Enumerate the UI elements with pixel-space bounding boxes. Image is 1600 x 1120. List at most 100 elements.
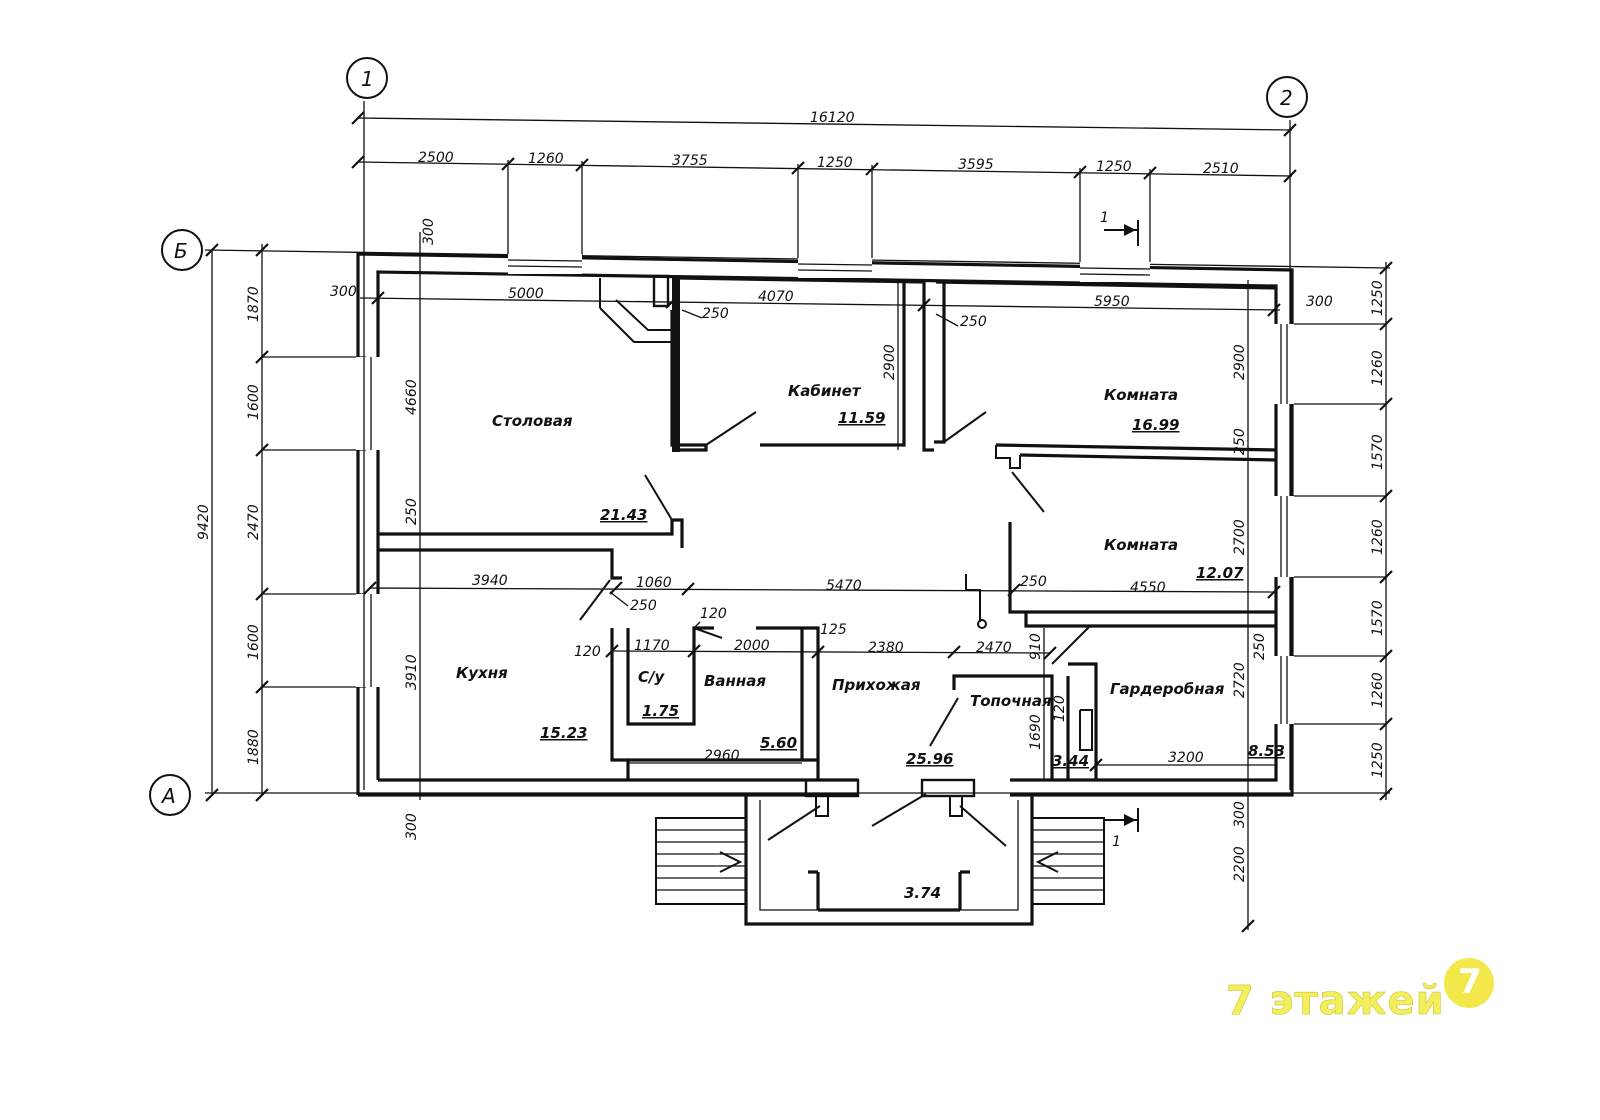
dim-right-7: 1250 — [1370, 742, 1386, 778]
dim-120-boiler: 120 — [1052, 695, 1068, 722]
dim-2900-study: 2900 — [882, 344, 898, 380]
dim-left-4: 1600 — [246, 624, 262, 660]
dim-4550: 4550 — [1130, 580, 1166, 596]
dim-right-1: 1250 — [1370, 280, 1386, 316]
dim-5470: 5470 — [826, 578, 862, 594]
dim-2700: 2700 — [1232, 519, 1248, 555]
axis-marker-2 — [1266, 76, 1308, 118]
inner-dimensions: 5000 4070 5950 250 250 2900 3940 1060 54… — [359, 282, 1281, 780]
dim-top-4: 1250 — [817, 155, 853, 171]
axis-markers: 1 2 Б А — [149, 57, 1391, 816]
dim-top-5: 3595 — [958, 157, 994, 173]
seven-circle-icon: 7 — [1444, 958, 1494, 1008]
dim-right-3: 1570 — [1370, 434, 1386, 470]
dim-4070: 4070 — [758, 289, 794, 305]
dim-2960: 2960 — [704, 748, 740, 764]
dim-300-porch: 300 — [1232, 801, 1248, 828]
dim-top-3: 3755 — [672, 153, 708, 169]
dim-5950: 5950 — [1094, 294, 1130, 310]
dim-300-bottom: 300 — [404, 813, 420, 840]
dim-1060: 1060 — [636, 575, 672, 591]
room-name-wc: С/у — [638, 668, 665, 686]
dim-1690: 1690 — [1028, 714, 1044, 750]
dim-top-2: 1260 — [528, 151, 564, 167]
dim-left-2: 1600 — [246, 384, 262, 420]
room-area-wc: 1.75 — [642, 702, 679, 720]
right-dimensions: 1250 1260 1570 1260 1570 1260 1250 300 2… — [1232, 261, 1393, 933]
watermark-logo: 7 этажей 7 — [1226, 958, 1516, 1028]
room-area-dining: 21.43 — [600, 506, 647, 524]
room-area-room1: 16.99 — [1132, 416, 1179, 434]
dim-left-1: 1870 — [246, 286, 262, 322]
dim-right-5: 1570 — [1370, 600, 1386, 636]
watermark-text: 7 этажей — [1226, 978, 1445, 1025]
room-labels: Столовая 21.43 Кабинет 11.59 Комната 16.… — [456, 382, 1285, 902]
porch-stairs-left — [655, 817, 747, 905]
dim-right-4: 1260 — [1370, 519, 1386, 555]
dim-300-left: 300 — [330, 284, 357, 300]
section-markers: 1 1 — [1100, 210, 1139, 850]
dim-2470: 2470 — [976, 640, 1012, 656]
dim-3910: 3910 — [404, 654, 420, 690]
top-dimensions: 16120 2500 1260 3755 1250 3595 1250 2510 — [351, 110, 1297, 262]
dim-5000: 5000 — [508, 286, 544, 302]
room-name-bath: Ванная — [704, 672, 766, 690]
dim-total-width: 16120 — [810, 110, 855, 126]
room-name-kitchen: Кухня — [456, 664, 508, 682]
axis-label-2: 2 — [1280, 86, 1293, 110]
dim-250-room2: 250 — [1020, 574, 1047, 590]
dim-top-7: 2510 — [1203, 161, 1239, 177]
room-area-wardrobe: 8.53 — [1248, 742, 1285, 760]
section-mark-bottom: 1 — [1112, 834, 1121, 850]
room-area-study: 11.59 — [838, 409, 885, 427]
dim-250-left: 250 — [404, 498, 420, 525]
dim-top-1: 2500 — [418, 150, 454, 166]
room-area-hall: 25.96 — [906, 750, 953, 768]
dim-2380: 2380 — [868, 640, 904, 656]
room-area-porch: 3.74 — [904, 884, 941, 902]
dim-2900-right: 2900 — [1232, 344, 1248, 380]
axis-label-a: А — [160, 784, 176, 808]
dim-1170: 1170 — [634, 638, 670, 654]
room-name-room2: Комната — [1104, 536, 1178, 554]
dim-910: 910 — [1028, 633, 1044, 660]
dim-2200: 2200 — [1232, 846, 1248, 882]
room-area-room2: 12.07 — [1196, 564, 1244, 582]
room-name-study: Кабинет — [788, 382, 862, 400]
room-name-dining: Столовая — [492, 412, 573, 430]
dim-125: 125 — [820, 622, 847, 638]
room-area-boiler: 3.44 — [1052, 752, 1089, 770]
room-area-bath: 5.60 — [760, 734, 797, 752]
outer-walls — [356, 252, 1294, 797]
dim-3940: 3940 — [472, 573, 508, 589]
axis-marker-a — [149, 774, 191, 816]
dim-total-height: 9420 — [196, 504, 212, 540]
dim-250-study: 250 — [702, 306, 729, 322]
dim-300-right: 300 — [1306, 294, 1333, 310]
dim-3200: 3200 — [1168, 750, 1204, 766]
dim-top-6: 1250 — [1096, 159, 1132, 175]
axis-label-b: Б — [174, 239, 188, 263]
axis-marker-b — [161, 229, 203, 271]
door-swings — [579, 411, 1091, 847]
dim-2000: 2000 — [734, 638, 770, 654]
dim-2720: 2720 — [1232, 662, 1248, 698]
section-mark-top: 1 — [1100, 210, 1109, 226]
dim-300-top: 300 — [421, 218, 437, 245]
dim-120-top: 120 — [700, 606, 727, 622]
dim-left-3: 2470 — [246, 504, 262, 540]
watermark-symbol: 7 — [1458, 962, 1482, 1002]
dim-250-room: 250 — [960, 314, 987, 330]
room-name-boiler: Топочная — [970, 692, 1052, 710]
dim-4660: 4660 — [404, 379, 420, 415]
room-area-kitchen: 15.23 — [540, 724, 587, 742]
dim-120-left: 120 — [574, 644, 601, 660]
dim-left-5: 1880 — [246, 729, 262, 765]
room-name-hall: Прихожая — [832, 676, 921, 694]
axis-label-1: 1 — [361, 67, 374, 91]
dim-right-2: 1260 — [1370, 350, 1386, 386]
porch-stairs-right — [1031, 817, 1105, 905]
interior-walls — [378, 274, 1277, 926]
axis-marker-1 — [346, 57, 388, 99]
left-dimensions: 9420 1870 1600 2470 1600 1880 300 4660 2… — [196, 218, 437, 840]
